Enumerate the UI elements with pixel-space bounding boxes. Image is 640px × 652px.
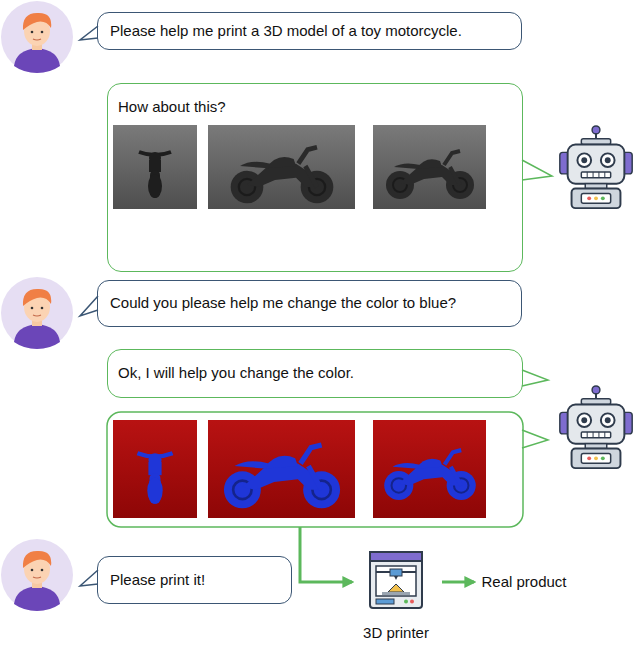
bubble-text: Ok, I will help you change the color. (118, 364, 512, 383)
user-bubble: Please help me print a 3D model of a toy… (97, 12, 522, 50)
bubble-text: How about this? (118, 98, 512, 117)
robot-bubble: Ok, I will help you change the color. (107, 349, 523, 398)
bubble-text: Real product (481, 573, 566, 592)
bubble-text: Please help me print a 3D model of a toy… (110, 22, 509, 41)
robot-bubble: How about this? (107, 83, 523, 272)
user-bubble: Please print it! (97, 556, 292, 604)
printer-node: 3D printer (350, 545, 442, 645)
output-label: Real product (476, 568, 572, 596)
bubble-text: Please print it! (110, 571, 279, 590)
bubble-text: 3D printer (363, 624, 429, 643)
user-bubble: Could you please help me change the colo… (97, 280, 522, 327)
flow-arrow (442, 581, 474, 584)
bubble-text: Could you please help me change the colo… (110, 294, 509, 313)
